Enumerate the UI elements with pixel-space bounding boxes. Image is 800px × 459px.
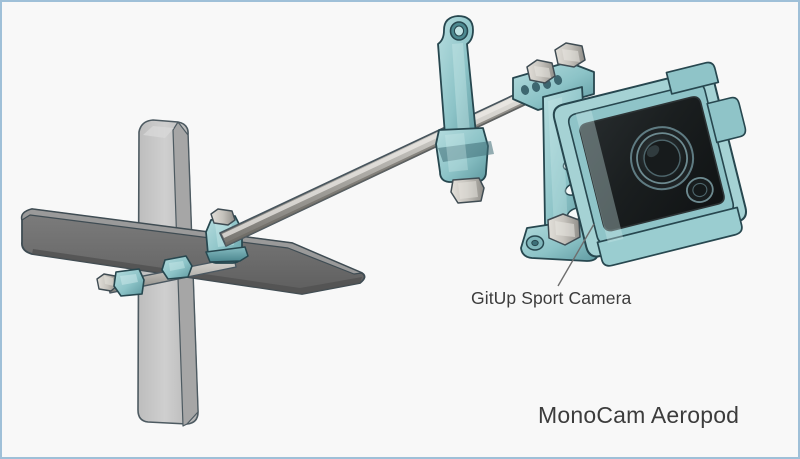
- camera-indicator: [686, 177, 714, 203]
- tail-clamp-lower: [113, 268, 145, 297]
- hex-bolt-top-right: [554, 42, 586, 68]
- hex-bolt-top-left: [526, 59, 556, 84]
- callout-label: GitUp Sport Camera: [471, 288, 632, 308]
- hanger-eyelet-arm: [435, 15, 494, 204]
- callout-leader-line: [557, 223, 595, 287]
- page-title: MonoCam Aeropod: [538, 402, 740, 428]
- hex-bolt-cage-lower: [547, 213, 581, 246]
- tail-clamp-mid: [161, 255, 193, 280]
- gitup-sport-camera: [552, 61, 747, 267]
- horizontal-stabilizer: [20, 208, 366, 295]
- main-boom-rod: [219, 85, 540, 247]
- camera-lens: [630, 126, 695, 191]
